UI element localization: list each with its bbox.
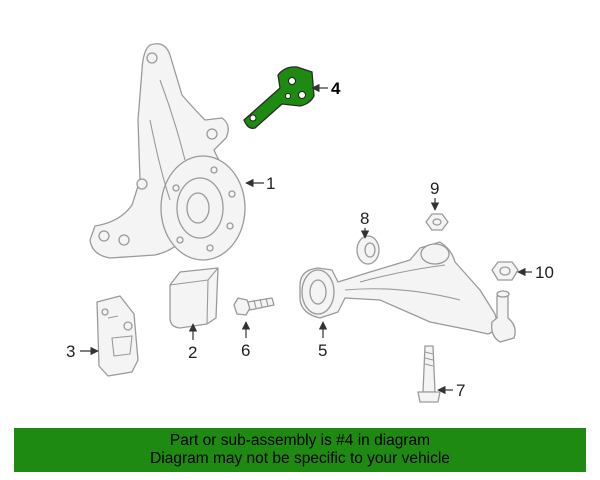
part-10-nut[interactable] (491, 261, 519, 281)
part-1-steering-knuckle[interactable] (89, 43, 246, 261)
banner-line-1: Part or sub-assembly is #4 in diagram (169, 432, 431, 449)
part-9-nut[interactable] (425, 213, 449, 231)
part-3-bracket[interactable] (96, 295, 139, 377)
callout-5: 5 (318, 341, 327, 360)
callout-3: 3 (66, 342, 75, 361)
callout-7: 7 (456, 381, 465, 400)
callout-8: 8 (360, 209, 369, 228)
callout-10: 10 (535, 263, 554, 282)
part-2-shield[interactable] (169, 267, 219, 329)
parts-diagram: 1 4 2 3 5 6 7 8 9 10 (66, 43, 554, 403)
callout-2: 2 (188, 343, 197, 362)
callout-9: 9 (430, 179, 439, 198)
callout-4: 4 (331, 79, 341, 98)
callout-1: 1 (266, 174, 275, 193)
part-6-bolt[interactable] (233, 297, 275, 316)
part-5-control-arm[interactable] (299, 241, 516, 343)
part-4-bracket[interactable] (243, 66, 315, 129)
banner-line-2: Diagram may not be specific to your vehi… (150, 450, 450, 467)
part-8-bushing[interactable] (356, 235, 380, 265)
callout-6: 6 (241, 341, 250, 360)
info-banner: Part or sub-assembly is #4 in diagram Di… (14, 428, 586, 472)
part-7-bolt[interactable] (417, 345, 441, 403)
